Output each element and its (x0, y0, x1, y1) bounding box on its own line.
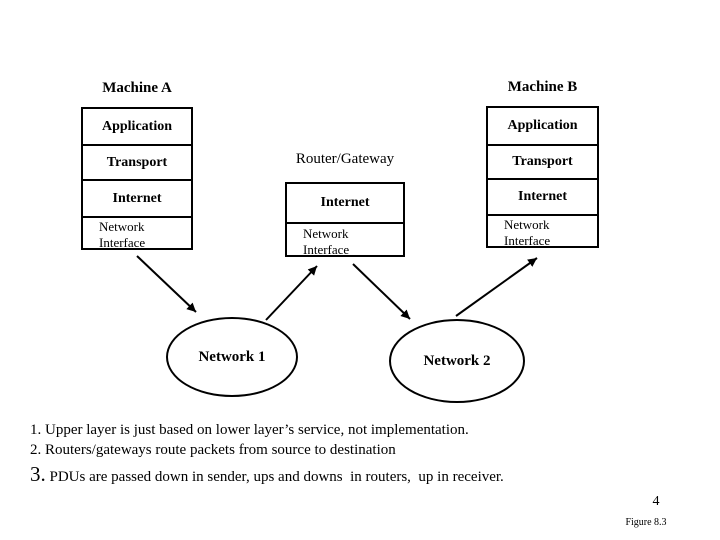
router-stack: Internet Network Interface (285, 182, 405, 257)
note-text: PDUs are passed down in sender, ups and … (45, 469, 504, 485)
note-number: 1. (30, 422, 42, 438)
figure-caption: Figure 8.3 (625, 517, 667, 528)
machine-a-layer-network-interface: Network Interface (83, 216, 191, 252)
router-layer-internet: Internet (320, 195, 370, 210)
arrow-machine-a-to-network-1 (136, 255, 197, 313)
router-layer-network-interface: Network Interface (287, 222, 403, 259)
network-interface-line-1: Network (303, 225, 349, 241)
network-interface-line-2: Interface (99, 235, 146, 250)
arrow-network-2-to-machine-b (455, 257, 538, 317)
network-interface-line-1: Network (99, 219, 145, 234)
machine-b-layer-application: Application (507, 118, 578, 133)
machine-a-layer-application: Application (101, 118, 172, 134)
machine-b-stack: Application Transport Internet Network I… (486, 106, 599, 248)
network-1-label: Network 1 (198, 348, 266, 365)
router-title: Router/Gateway (295, 151, 395, 167)
network-2-ellipse: Network 2 (389, 319, 525, 403)
network-interface-line-1: Network (504, 217, 550, 232)
page-number: 4 (652, 494, 660, 509)
arrow-network-1-to-router (265, 265, 318, 321)
note-line-1: 1. Upper layer is just based on lower la… (30, 420, 630, 440)
network-1-ellipse: Network 1 (166, 317, 298, 397)
machine-b-title: Machine B (507, 79, 578, 95)
note-number: 2. (30, 442, 42, 458)
network-2-label: Network 2 (423, 352, 491, 369)
network-interface-line-2: Interface (504, 233, 551, 248)
note-text: Upper layer is just based on lower layer… (41, 422, 469, 438)
machine-a-title: Machine A (102, 80, 172, 96)
machine-b-layer-transport: Transport (488, 144, 597, 178)
arrow-router-to-network-2 (352, 263, 411, 320)
note-text: Routers/gateways route packets from sour… (41, 442, 396, 458)
machine-b-layer-network-interface: Network Interface (488, 214, 597, 250)
note-line-3: 3. PDUs are passed down in sender, ups a… (30, 462, 630, 489)
notes-list: 1. Upper layer is just based on lower la… (30, 420, 630, 489)
machine-b-layer-internet: Internet (488, 178, 597, 214)
machine-a-layer-transport: Transport (83, 144, 191, 179)
network-interface-line-2: Interface (303, 241, 350, 257)
machine-a-stack: Application Transport Internet Network I… (81, 107, 193, 250)
note-number: 3. (30, 462, 46, 486)
note-line-2: 2. Routers/gateways route packets from s… (30, 440, 630, 460)
machine-a-layer-internet: Internet (83, 179, 191, 216)
